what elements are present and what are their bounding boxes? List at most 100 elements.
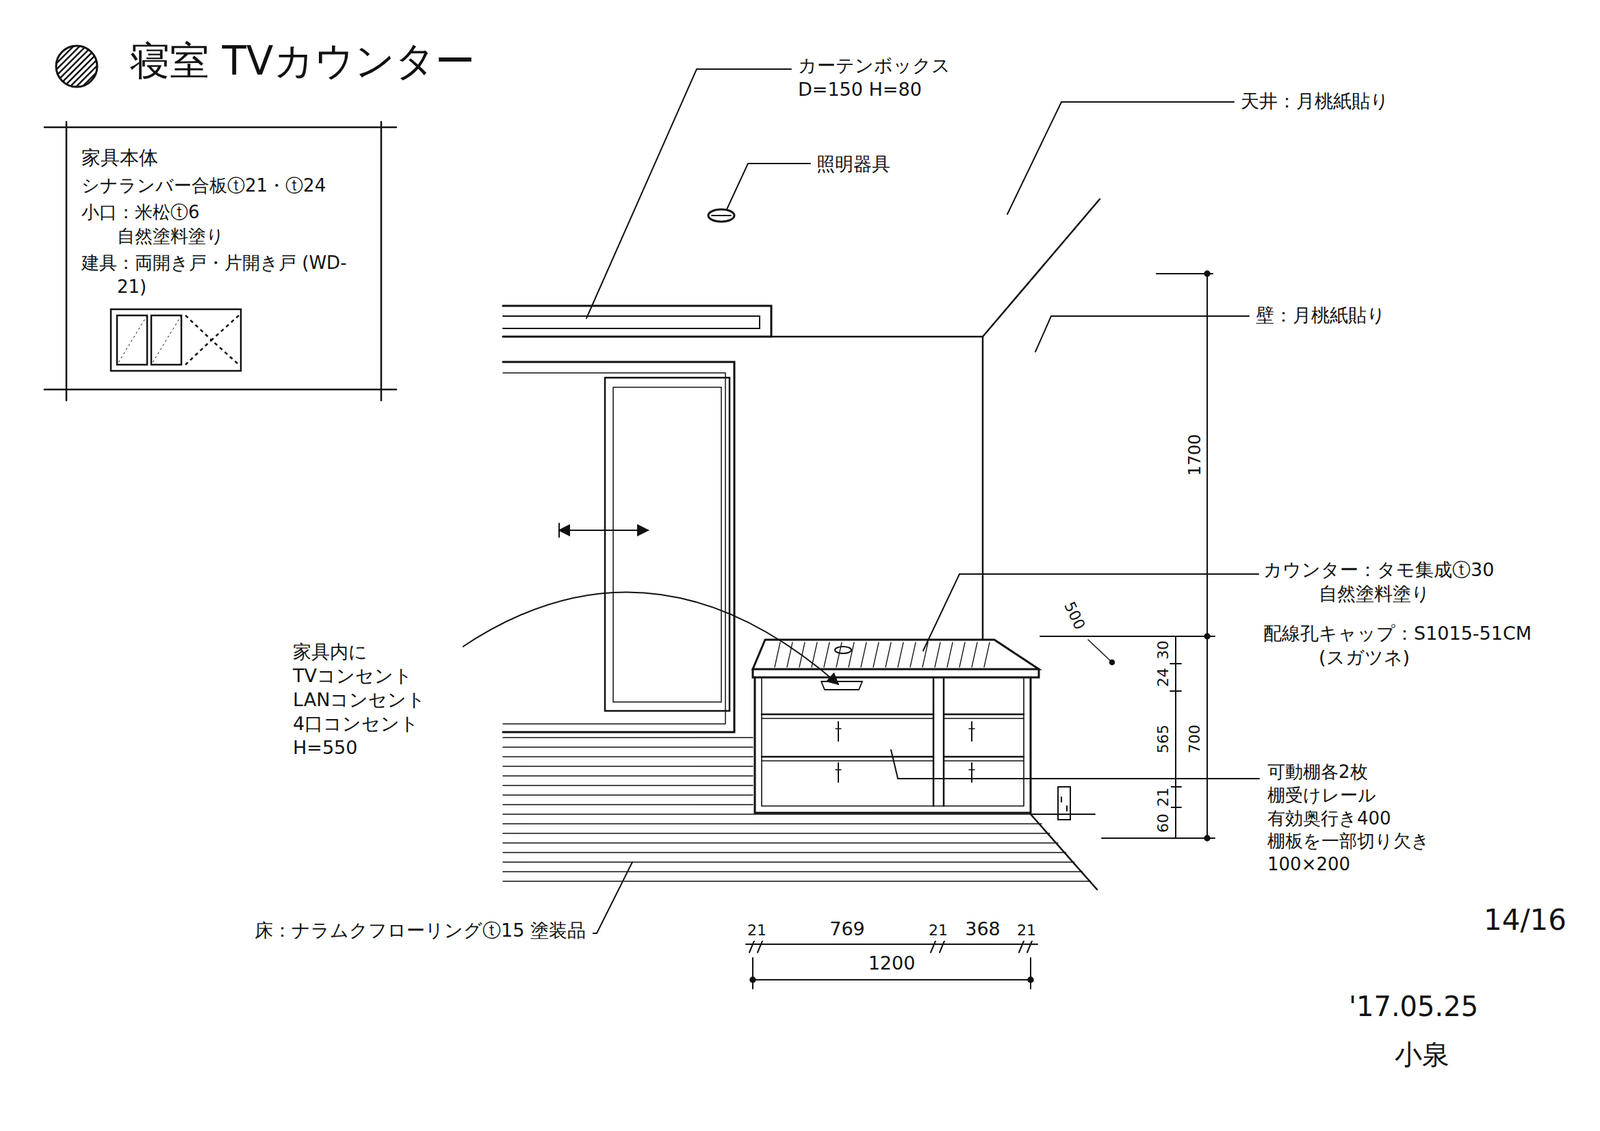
wood-grain [848, 642, 855, 668]
hatch-line [75, 39, 131, 94]
door-icon [108, 307, 246, 375]
wood-grain [947, 642, 953, 668]
counter-top [752, 639, 1039, 670]
flooring-line [502, 756, 753, 758]
material-note: 照明器具 [814, 151, 893, 176]
wiring-hole-cap [834, 646, 852, 654]
dimension-text: 21 [1155, 785, 1171, 809]
spec-frame [65, 121, 68, 401]
sliding-door [613, 387, 722, 703]
hatch-line [62, 39, 118, 94]
dimension-text: 21 [926, 921, 950, 941]
material-note: カウンター：タモ集成ⓣ30 自然塗料塗り [1263, 557, 1574, 606]
shelf-rail [835, 769, 842, 771]
wall-corner [982, 336, 985, 640]
wood-grain [934, 642, 941, 668]
flooring-line [502, 775, 753, 777]
curtain-box [502, 305, 772, 337]
counter-top [752, 669, 1039, 678]
flooring-line [502, 804, 753, 806]
dimension-text: 769 [827, 917, 868, 941]
leader-line [1007, 101, 1234, 215]
spec-line: 小口：米松ⓣ6 自然塗料塗り [81, 200, 302, 249]
extension-line [752, 958, 754, 989]
spec-frame [380, 121, 383, 401]
leader-line [923, 574, 1259, 651]
dimension-text: 30 [1155, 638, 1171, 662]
movable-shelf [943, 713, 1024, 716]
spec-line: シナランバー合板ⓣ21・ⓣ24 [81, 173, 367, 198]
dimension-text: 24 [1155, 665, 1171, 690]
material-note: カーテンボックス D=150 H=80 [795, 53, 985, 102]
dimension-text: 1700 [1186, 431, 1204, 478]
cabinet-divider [932, 677, 935, 807]
callout-arrow [459, 591, 839, 685]
sliding-door [604, 377, 730, 712]
leader-line [1035, 316, 1249, 352]
leader-line [586, 69, 792, 319]
movable-shelf [761, 756, 934, 759]
flooring-line [502, 765, 753, 768]
shelf-rail [971, 721, 973, 742]
symbol-hatch [1, 39, 149, 94]
wood-grain [897, 642, 904, 668]
movable-shelf [943, 717, 1024, 720]
dimension-line [752, 979, 1031, 981]
dimension-text: 700 [1187, 722, 1203, 756]
movable-shelf [943, 756, 1024, 759]
dim-dot [1205, 634, 1210, 640]
wood-grain [823, 642, 830, 668]
spec-line: 建具：両開き戸・片開き戸 (WD-21) [81, 251, 367, 300]
author-name: 小泉 [1392, 1036, 1452, 1073]
wood-grain [873, 642, 879, 668]
wood-grain [860, 642, 867, 668]
spec-frame [44, 126, 397, 129]
movable-shelf [761, 713, 934, 716]
floor-edge [1030, 813, 1095, 816]
slide-arrow [558, 523, 560, 538]
flooring-line [502, 852, 1067, 854]
shelf-note: 可動棚各2枚 棚受けレール 有効奥行き400 棚板を一部切り欠き 100×200 [1265, 760, 1479, 877]
dimension-text: 21 [1014, 921, 1039, 941]
light-fixture [711, 214, 731, 217]
dim-tick [1170, 786, 1182, 788]
leader-line [1088, 639, 1113, 663]
dimension-line [745, 943, 1038, 946]
flooring-line [502, 861, 1075, 863]
sheet-number: 14/16 [1481, 901, 1569, 940]
shelf-rail [837, 763, 840, 783]
dimension-text: 368 [962, 917, 1003, 941]
equipment-note: 家具内に TVコンセント LANコンセント 4口コンセント H=550 [290, 639, 463, 760]
material-note: 壁：月桃紙貼り [1253, 303, 1388, 328]
dim-tick [1170, 806, 1182, 809]
dimension-text: 500 [1060, 598, 1089, 635]
dim-tick [1170, 663, 1182, 665]
spec-heading: 家具本体 [81, 145, 367, 172]
flooring-line [502, 784, 753, 787]
dim-dot [1205, 836, 1210, 842]
cabinet-body [761, 677, 1024, 807]
flooring-line [502, 871, 1082, 873]
flooring-line [502, 737, 753, 739]
dimension-line [1206, 273, 1208, 839]
drawing-title: 寝室 TVカウンター [130, 35, 475, 87]
hatch-line [56, 39, 112, 94]
material-note: 床：ナラムクフローリングⓣ15 塗装品 [254, 918, 593, 943]
leader-line [891, 750, 1260, 779]
flooring-line [502, 823, 1042, 825]
hatch-line [1, 39, 57, 94]
dimension-text: 1200 [866, 951, 918, 976]
wall-outlet [1066, 806, 1068, 811]
wood-grain [910, 642, 916, 668]
dim-tick [1170, 837, 1182, 840]
hatch-line [69, 39, 124, 94]
spec-box: 家具本体シナランバー合板ⓣ21・ⓣ24小口：米松ⓣ6 自然塗料塗り建具：両開き戸… [66, 127, 382, 390]
dim-tick [1170, 635, 1182, 638]
flooring-line [502, 832, 1050, 835]
dimension-text: 60 [1155, 811, 1171, 835]
movable-shelf [761, 760, 934, 762]
floor-edge [1030, 814, 1098, 890]
flooring-line [502, 794, 753, 796]
movable-shelf [761, 717, 934, 720]
